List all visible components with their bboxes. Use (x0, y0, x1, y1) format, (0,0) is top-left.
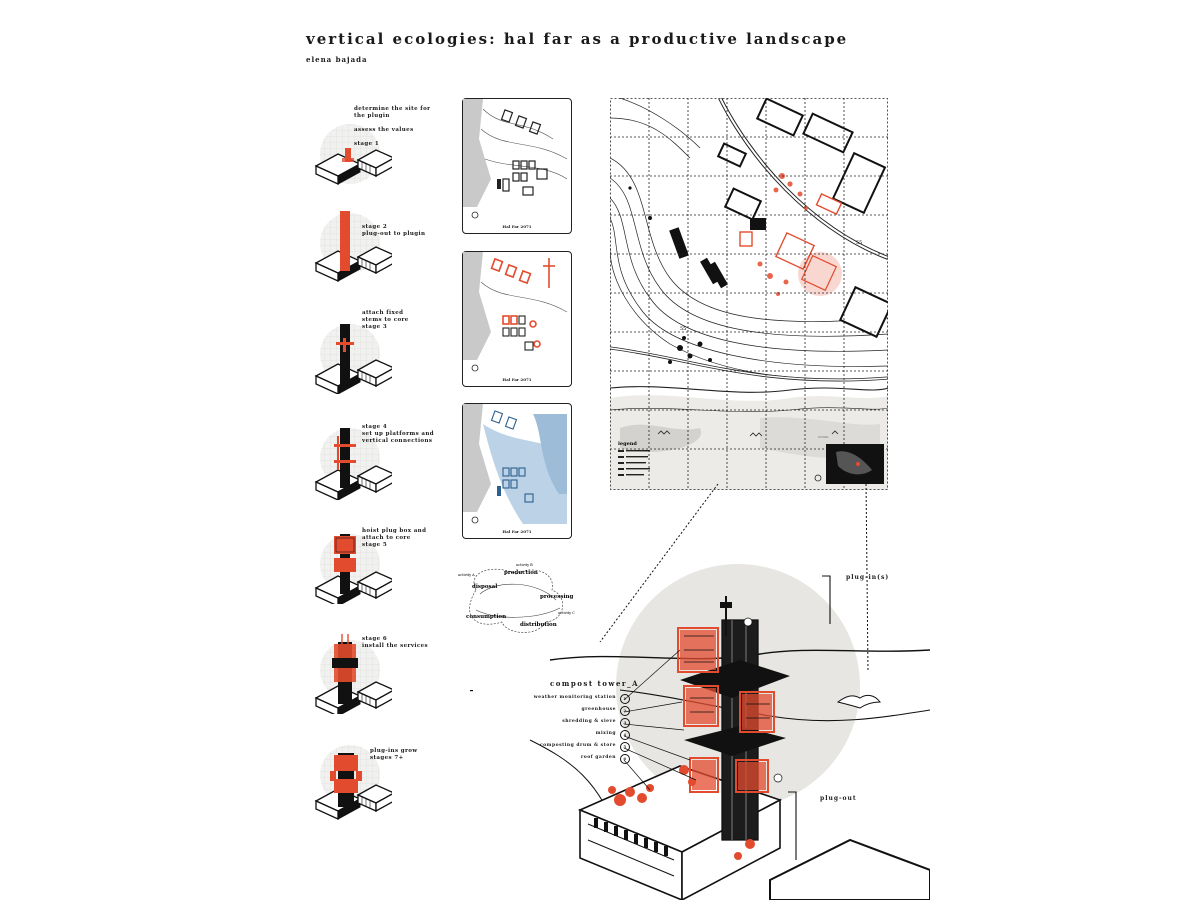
component-label: composting drum & store (539, 743, 616, 748)
plug-out-label: plug-out (820, 795, 857, 802)
contour-label-2: 55 (680, 326, 686, 332)
cycle-node-distribution: distribution (520, 622, 557, 628)
cycle-marker-b: activity B (516, 563, 533, 567)
component-row: mixing 4 (520, 729, 630, 741)
component-number: 5 (620, 742, 630, 752)
map-3-caption: Hal Far 2071 (502, 529, 532, 534)
cycle-node-disposal: disposal (472, 584, 497, 590)
stage-5-diagram (315, 534, 395, 607)
map-card-1: Hal Far 2071 (462, 98, 572, 234)
stage-7 (312, 735, 395, 821)
site-plan: legend 55 55 ocean (610, 98, 888, 490)
author-name: elena bajada (306, 55, 368, 64)
stage-1-label: determine the site for the plugin assess… (354, 106, 431, 147)
page-title: vertical ecologies: hal far as a product… (306, 30, 849, 48)
stage-2-diagram (315, 211, 395, 282)
stage-5-label: hoist plug box and attach to core stage … (362, 528, 427, 548)
cycle-node-consumption: consumption (466, 614, 506, 620)
stage-4-label: stage 4 set up platforms and vertical co… (362, 424, 435, 444)
tower-title: compost tower_A (550, 679, 640, 688)
stage-3 (312, 312, 395, 395)
site-legend-title: legend (618, 441, 637, 447)
stage-6 (312, 628, 395, 717)
map-2-caption: Hal Far 2071 (502, 377, 532, 382)
tower-axonometric (470, 479, 930, 900)
cycle-marker-c: activity C (558, 611, 575, 615)
component-number: 1 (620, 694, 630, 704)
component-number: 6 (620, 754, 630, 764)
component-label: mixing (595, 731, 616, 736)
sea-label: ocean (818, 435, 829, 439)
component-row: roof garden 6 (520, 753, 630, 765)
cycle-diagram: production processing distribution consu… (458, 563, 575, 633)
stage-2 (312, 203, 395, 283)
cycle-node-processing: processing (540, 594, 574, 600)
component-number: 3 (620, 718, 630, 728)
cycle-marker-a: activity A (458, 573, 475, 577)
stage-7-label: plug-ins grow stages 7+ (370, 748, 418, 761)
component-row: shredding & sieve 3 (520, 717, 630, 729)
map-card-3: Hal Far 2071 (462, 403, 572, 539)
component-row: composting drum & store 5 (520, 741, 630, 753)
component-row: greenhouse 2 (520, 705, 630, 717)
stage-6-diagram (315, 634, 395, 717)
stage-1 (312, 118, 395, 188)
tower-component-list: weather monitoring station 1 greenhouse … (520, 693, 630, 765)
stage-3-diagram (315, 324, 395, 395)
map-card-2: Hal Far 2071 (462, 251, 572, 387)
stage-4 (312, 418, 395, 501)
cycle-node-production: production (504, 570, 538, 576)
component-label: shredding & sieve (562, 719, 616, 724)
stage-2-label: stage 2 plug-out to plugin (362, 224, 426, 237)
stage-6-label: stage 6 install the services (362, 636, 429, 649)
contour-label-1: 55 (856, 240, 862, 246)
map-3-drawing (463, 404, 567, 524)
component-label: weather monitoring station (533, 695, 616, 700)
component-row: weather monitoring station 1 (520, 693, 630, 705)
stage-4-diagram (315, 428, 395, 501)
plug-in-label: plug-in(s) (846, 574, 890, 581)
stage-5 (312, 522, 395, 607)
stage-7-diagram (315, 745, 395, 820)
component-number: 2 (620, 706, 630, 716)
map-1-caption: Hal Far 2071 (502, 224, 532, 229)
stage-3-label: attach fixed stems to core stage 3 (362, 310, 409, 330)
component-label: greenhouse (581, 707, 616, 712)
stage-1-diagram (315, 124, 395, 185)
component-number: 4 (620, 730, 630, 740)
component-label: roof garden (580, 755, 616, 760)
map-1-drawing (463, 99, 568, 219)
map-2-drawing (463, 252, 568, 372)
